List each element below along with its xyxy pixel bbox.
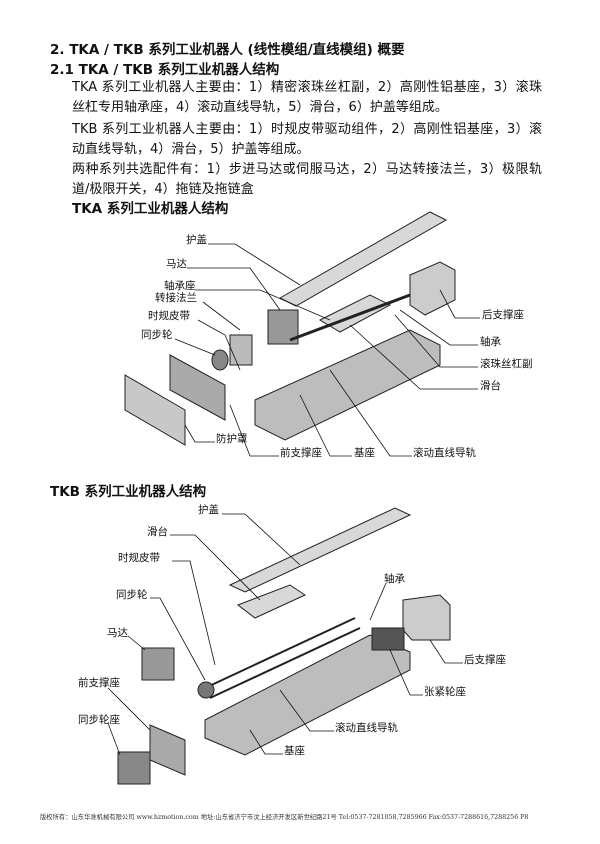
tkb-front-support — [149, 724, 186, 776]
tka-guard — [124, 374, 186, 446]
label-tka-adapter-flange: 转接法兰 — [155, 292, 197, 304]
tkb-slide — [236, 584, 307, 619]
label-tkb-pulley-seat: 同步轮座 — [78, 714, 120, 726]
label-tka-bearing: 轴承 — [480, 336, 501, 348]
label-tkb-linear-guide: 滚动直线导轨 — [335, 722, 398, 734]
label-tkb-rear-support: 后支撑座 — [464, 654, 506, 666]
label-tka-base: 基座 — [354, 447, 375, 459]
tkb-base — [204, 634, 411, 756]
label-tkb-slide: 滑台 — [147, 526, 168, 538]
label-tkb-pulley: 同步轮 — [116, 589, 148, 601]
label-tkb-base: 基座 — [284, 745, 305, 757]
tkb-tensioner — [371, 627, 405, 651]
label-tka-linear-guide: 滚动直线导轨 — [413, 447, 476, 459]
tka-rear-support — [409, 261, 456, 316]
tkb-cover — [228, 507, 412, 593]
label-tkb-tensioner-seat: 张紧轮座 — [424, 686, 466, 698]
tka-slide — [318, 294, 392, 333]
tka-front-support — [169, 354, 226, 421]
tkb-rear-support — [402, 594, 451, 641]
label-tka-ball-screw: 滚珠丝杠副 — [480, 358, 533, 370]
tkb-diagram-title: TKB 系列工业机器人结构 — [50, 484, 207, 500]
label-tkb-front-support: 前支撑座 — [78, 677, 120, 689]
label-tka-cover: 护盖 — [186, 234, 207, 246]
label-tkb-motor: 马达 — [107, 627, 128, 639]
label-tka-timing-belt: 时规皮带 — [148, 310, 190, 322]
tka-flange — [229, 334, 253, 366]
label-tka-motor: 马达 — [166, 258, 187, 270]
label-tkb-cover: 护盖 — [198, 504, 219, 516]
label-tka-guard: 防护罩 — [216, 433, 248, 445]
label-tka-pulley: 同步轮 — [141, 329, 173, 341]
tka-diagram-title: TKA 系列工业机器人结构 — [72, 201, 229, 217]
label-tka-slide: 滑台 — [480, 380, 501, 392]
paragraph-options: 两种系列共选配件有：1）步进马达或伺服马达，2）马达转接法兰，3）极限轨道/极限… — [72, 162, 542, 197]
label-tka-front-support: 前支撑座 — [280, 447, 322, 459]
label-tka-bearing-seat: 轴承座 — [164, 280, 196, 292]
paragraph-tkb: TKB 系列工业机器人主要由：1）时规皮带驱动组件，2）高刚性铝基座，3）滚动直… — [72, 122, 542, 157]
label-tkb-timing-belt: 时规皮带 — [118, 552, 160, 564]
tka-base — [254, 329, 441, 441]
tkb-pulley-seat — [117, 751, 151, 785]
label-tkb-bearing: 轴承 — [384, 573, 405, 585]
page-footer: 版权所有：山东华准机械有限公司 www.hzmotion.com 地址:山东省济… — [40, 814, 529, 821]
subsection-heading: 2.1 TKA / TKB 系列工业机器人结构 — [50, 62, 280, 78]
label-tka-rear-support: 后支撑座 — [482, 309, 524, 321]
tkb-motor — [141, 647, 175, 681]
paragraph-tka: TKA 系列工业机器人主要由：1）精密滚珠丝杠副，2）高刚性铝基座，3）滚珠丝杠… — [72, 80, 542, 115]
section-heading: 2. TKA / TKB 系列工业机器人 (线性模组/直线模组) 概要 — [50, 42, 405, 58]
